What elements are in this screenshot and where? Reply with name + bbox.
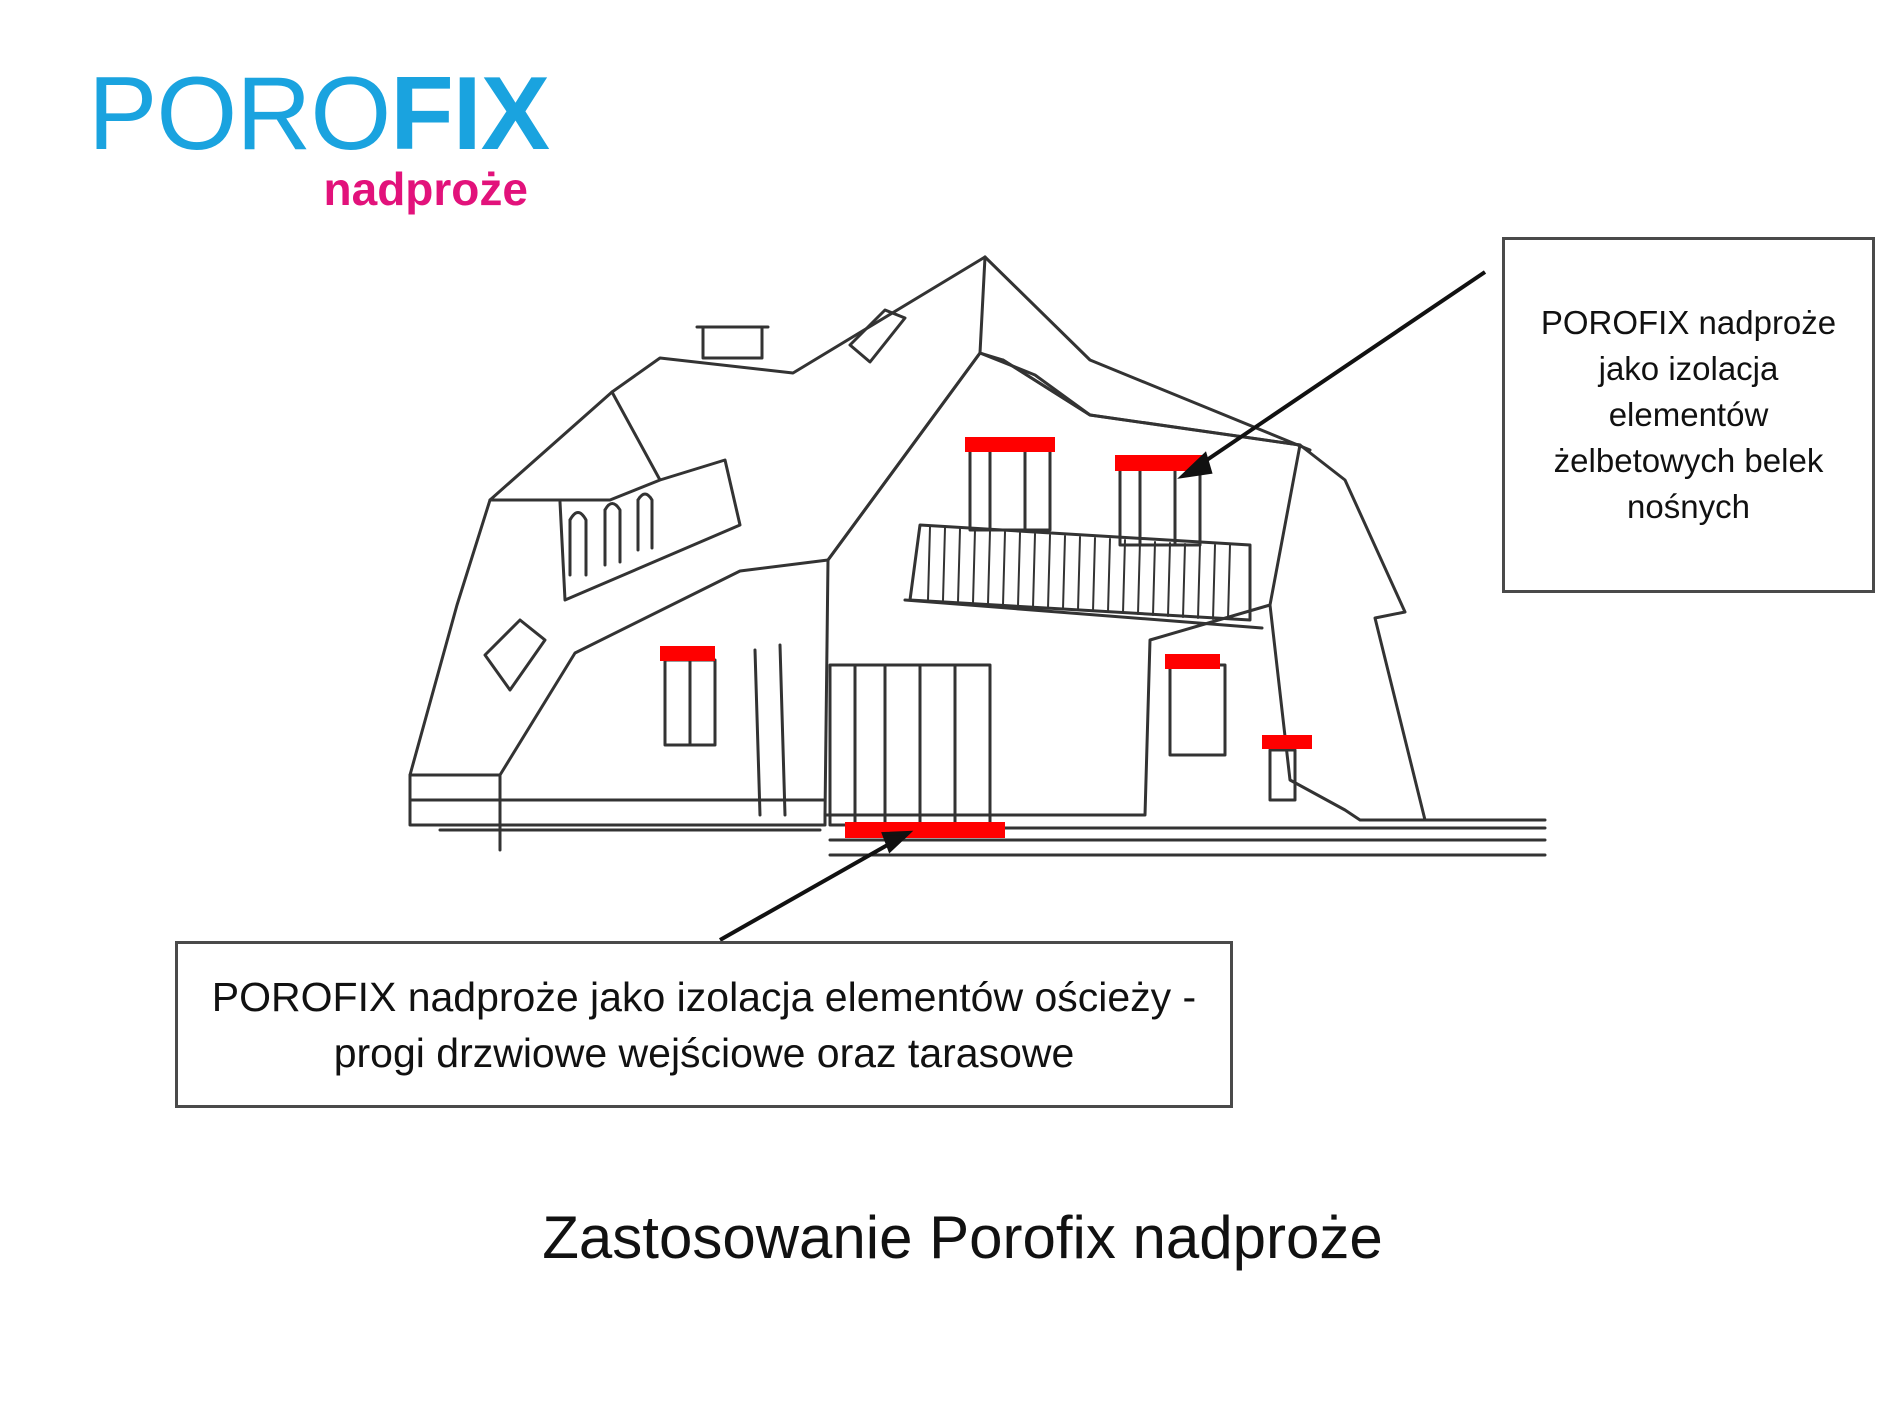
arrowhead-top bbox=[1177, 451, 1213, 479]
ground-window-left bbox=[663, 658, 717, 747]
callout-beams: POROFIX nadproże jako izolacja elementów… bbox=[1502, 237, 1875, 593]
terrace-door bbox=[828, 663, 992, 827]
highlight-side bbox=[1262, 735, 1312, 749]
highlight-threshold bbox=[845, 822, 1005, 838]
balcony bbox=[903, 523, 1264, 630]
leader-line-top bbox=[1193, 270, 1487, 470]
logo-subtitle: nadproże bbox=[323, 163, 528, 215]
highlight-ground-right bbox=[1165, 654, 1220, 669]
highlight-ground-left bbox=[660, 646, 715, 661]
skylight-roof-left bbox=[483, 618, 547, 692]
highlight-upper-right bbox=[1115, 455, 1205, 471]
logo-word-bold: FIX bbox=[390, 56, 550, 172]
callout-thresholds-text: POROFIX nadproże jako izolacja elementów… bbox=[211, 973, 1197, 1076]
porofix-logo: POROFIX nadproże bbox=[88, 62, 550, 215]
upper-window-left bbox=[968, 443, 1052, 532]
callout-beams-text: POROFIX nadproże jako izolacja elementów… bbox=[1540, 304, 1837, 525]
chimney bbox=[695, 325, 770, 360]
left-dormer bbox=[488, 390, 742, 602]
logo-wordmark: POROFIX bbox=[88, 62, 550, 166]
figure-caption: Zastosowanie Porofix nadproże bbox=[542, 1204, 1383, 1271]
leader-line-bottom bbox=[719, 837, 899, 942]
logo-word-light: PORO bbox=[88, 56, 391, 172]
skylight-roof-top bbox=[848, 308, 907, 364]
arrowhead-bottom bbox=[881, 830, 914, 854]
small-window-side bbox=[1268, 748, 1297, 802]
right-wall bbox=[1268, 603, 1427, 822]
callout-thresholds: POROFIX nadproże jako izolacja elementów… bbox=[175, 941, 1233, 1108]
ground-window-right bbox=[1168, 663, 1227, 757]
highlight-upper-left bbox=[965, 437, 1055, 452]
